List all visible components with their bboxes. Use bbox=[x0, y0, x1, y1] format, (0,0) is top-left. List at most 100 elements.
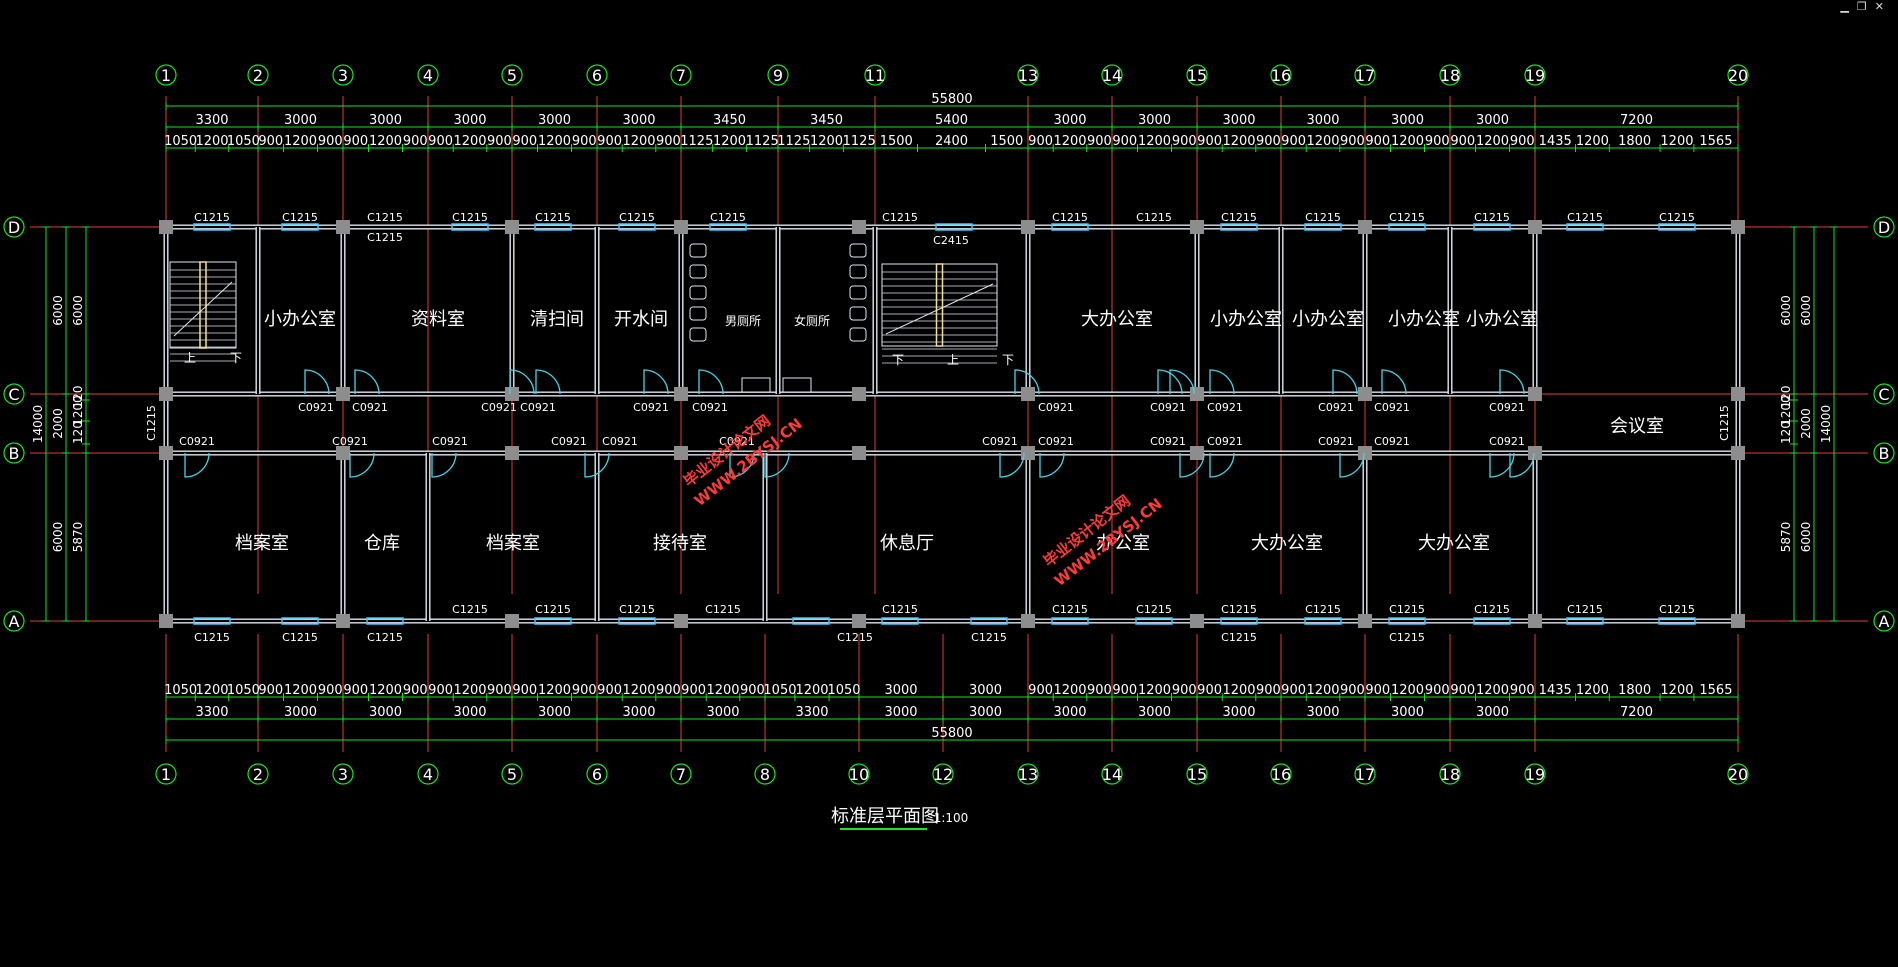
window-south bbox=[366, 617, 404, 625]
dim-top-row2-label: 1200 bbox=[1391, 134, 1424, 149]
dim-left-axis-label: 6000 bbox=[51, 522, 65, 553]
window-label-south: C1215 bbox=[619, 603, 655, 616]
column bbox=[336, 446, 350, 460]
axis-bubble-left-B: B bbox=[9, 444, 20, 463]
axis-bubble-bottom-15-circle bbox=[1186, 763, 1208, 785]
window-north bbox=[709, 223, 747, 231]
toilet-fixture-women bbox=[849, 264, 867, 279]
dim-top-row2-label: 900 bbox=[1028, 134, 1053, 149]
dim-left-outer-label: 14000 bbox=[31, 405, 45, 443]
window-label-north: C1215 bbox=[1659, 211, 1695, 224]
dim-bottom-row2-label: 900 bbox=[428, 683, 453, 698]
column bbox=[1021, 220, 1035, 234]
door-north bbox=[1381, 369, 1407, 395]
side-window-west: C1215 bbox=[145, 405, 158, 441]
window-label-north: C1215 bbox=[882, 211, 918, 224]
dim-top-row2-label: 900 bbox=[318, 134, 343, 149]
dim-bottom-row2-label: 1200 bbox=[706, 683, 739, 698]
dim-left-detail-label: 5870 bbox=[71, 522, 85, 553]
dim-bottom-row2-label: 1050 bbox=[763, 683, 796, 698]
dim-bottom-row2-label: 900 bbox=[403, 683, 428, 698]
dim-top-row2-label: 1200 bbox=[1660, 134, 1693, 149]
stair-west-arrow bbox=[173, 281, 233, 337]
room-label-south-1: 仓库 bbox=[364, 533, 400, 554]
axis-bubble-bottom-5: 5 bbox=[507, 765, 517, 784]
dim-bottom-row2-label: 900 bbox=[512, 683, 537, 698]
column bbox=[1528, 387, 1542, 401]
window-label-south-outer: C1215 bbox=[367, 631, 403, 644]
column bbox=[505, 614, 519, 628]
drawing-title: 标准层平面图 bbox=[831, 806, 939, 827]
window-label-north: C1215 bbox=[1305, 211, 1341, 224]
column bbox=[674, 387, 688, 401]
window-north bbox=[1220, 223, 1258, 231]
dim-top-row1-label: 3000 bbox=[1222, 113, 1255, 128]
axis-bubble-top-18-circle bbox=[1439, 64, 1461, 86]
dim-top-row2-label: 900 bbox=[1172, 134, 1197, 149]
dim-top-row1-label: 7200 bbox=[1620, 113, 1653, 128]
axis-bubble-top-14-circle bbox=[1101, 64, 1123, 86]
dim-bottom-row1-label: 3000 bbox=[1053, 705, 1086, 720]
side-window-east: C1215 bbox=[1718, 405, 1731, 441]
axis-bubble-bottom-1: 1 bbox=[161, 765, 171, 784]
dim-bottom-row2-label: 900 bbox=[1365, 683, 1390, 698]
door-label-south: C0921 bbox=[432, 435, 468, 448]
window-label-north: C1215 bbox=[194, 211, 230, 224]
window-south bbox=[1051, 617, 1089, 625]
dim-bottom-row2-label: 1200 bbox=[1576, 683, 1609, 698]
axis-bubble-top-13: 13 bbox=[1018, 66, 1038, 85]
door-south bbox=[1039, 452, 1065, 478]
column bbox=[1190, 614, 1204, 628]
window-label-south: C1215 bbox=[705, 603, 741, 616]
dim-bottom-row2-label: 1435 bbox=[1539, 683, 1572, 698]
dim-top-row2-label: 900 bbox=[343, 134, 368, 149]
minimize-icon[interactable]: ▁ bbox=[1840, 0, 1857, 13]
axis-bubble-right-C-circle bbox=[1873, 383, 1895, 405]
door-south bbox=[1509, 452, 1535, 478]
column bbox=[1358, 614, 1372, 628]
dim-bottom-row1-label: 3000 bbox=[369, 705, 402, 720]
restore-icon[interactable]: ❐ bbox=[1856, 0, 1875, 13]
axis-bubble-bottom-10: 10 bbox=[849, 765, 869, 784]
dim-left-detail-label: 1200 bbox=[71, 395, 85, 426]
dim-top-row2-label: 900 bbox=[1256, 134, 1281, 149]
door-label-south: C0921 bbox=[1374, 435, 1410, 448]
window-north bbox=[193, 223, 231, 231]
room-label-south-6: 大办公室 bbox=[1251, 533, 1323, 554]
dim-top-row2-label: 900 bbox=[487, 134, 512, 149]
dim-right-outer-label: 14000 bbox=[1819, 405, 1833, 443]
window-north bbox=[534, 223, 572, 231]
window-label-north: C1215 bbox=[535, 211, 571, 224]
column bbox=[1731, 614, 1745, 628]
dim-top-row2-label: 1050 bbox=[164, 134, 197, 149]
column bbox=[505, 446, 519, 460]
close-icon[interactable]: ✕ bbox=[1874, 0, 1892, 13]
window-south bbox=[193, 617, 231, 625]
column bbox=[674, 220, 688, 234]
door-north bbox=[1209, 369, 1235, 395]
door-south bbox=[1179, 452, 1205, 478]
dim-bottom-row2-label: 1200 bbox=[1391, 683, 1424, 698]
axis-bubble-right-C: C bbox=[1878, 385, 1889, 404]
door-label-south: C0921 bbox=[602, 435, 638, 448]
door-label-north: C0921 bbox=[1374, 401, 1410, 414]
dim-bottom-row2-label: 900 bbox=[487, 683, 512, 698]
dim-top-row2-label: 1200 bbox=[369, 134, 402, 149]
axis-bubble-top-3: 3 bbox=[338, 66, 348, 85]
axis-bubble-bottom-19: 19 bbox=[1525, 765, 1545, 784]
door-label-south: C0921 bbox=[982, 435, 1018, 448]
axis-bubble-right-D: D bbox=[1878, 218, 1890, 237]
axis-bubble-bottom-6-circle bbox=[586, 763, 608, 785]
toilet-fixture-women bbox=[849, 285, 867, 300]
room-label-north-1: 资料室 bbox=[411, 309, 465, 330]
dim-left-axis-label: 6000 bbox=[51, 295, 65, 326]
dim-top-row2-label: 900 bbox=[572, 134, 597, 149]
window-label-south: C1215 bbox=[1474, 603, 1510, 616]
dim-bottom-row2-label: 1200 bbox=[1222, 683, 1255, 698]
axis-bubble-right-D-circle bbox=[1873, 216, 1895, 238]
door-south bbox=[349, 452, 375, 478]
axis-bubble-top-1-circle bbox=[155, 64, 177, 86]
dim-bottom-row2-label: 900 bbox=[572, 683, 597, 698]
door-label-north: C0921 bbox=[298, 401, 334, 414]
